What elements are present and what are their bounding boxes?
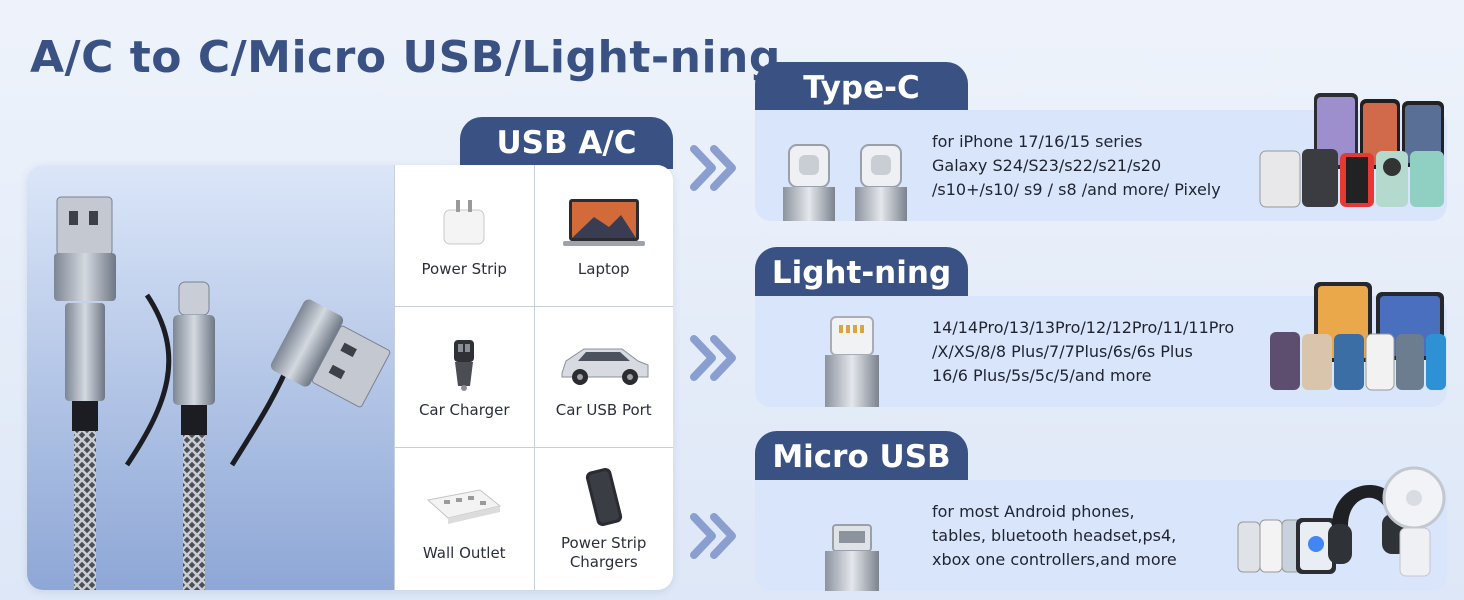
type-c-devices-image bbox=[1259, 93, 1444, 208]
car-charger-icon bbox=[444, 333, 484, 395]
cell-label: Wall Outlet bbox=[422, 543, 506, 562]
description-line: 14/14Pro/13/13Pro/12/12Pro/11/11Pro bbox=[932, 318, 1235, 337]
lightning-description: 14/14Pro/13/13Pro/12/12Pro/11/11Pro /X/X… bbox=[932, 316, 1234, 388]
cable-product-image bbox=[27, 165, 394, 590]
description-line: /X/XS/8/8 Plus/7/7Plus/6s/6s Plus bbox=[932, 342, 1193, 361]
lightning-connector-icon bbox=[825, 316, 879, 407]
micro-usb-description: for most Android phones, tables, bluetoo… bbox=[932, 500, 1177, 572]
cell-label: Laptop bbox=[577, 259, 630, 278]
lightning-tab: Light-ning bbox=[755, 247, 968, 299]
type-c-tab: Type-C bbox=[755, 62, 968, 114]
cable-illustration bbox=[54, 196, 391, 590]
description-line: xbox one controllers,and more bbox=[932, 550, 1177, 569]
chevron-right-icon bbox=[690, 335, 736, 381]
lightning-devices-image bbox=[1270, 282, 1446, 391]
cell-label: Car Charger bbox=[418, 401, 510, 420]
description-line: for iPhone 17/16/15 series bbox=[932, 132, 1143, 151]
description-line: 16/6 Plus/5s/5c/5/and more bbox=[932, 366, 1152, 385]
power-strip-icon bbox=[424, 476, 504, 538]
grid-cell-car-charger: Car Charger bbox=[394, 306, 534, 449]
grid-cell-power-strip: Power Strip bbox=[394, 165, 534, 307]
chevron-right-icon bbox=[690, 513, 736, 559]
micro-usb-connector-icon bbox=[825, 524, 879, 591]
chevron-right-icon bbox=[690, 145, 736, 191]
page-title: A/C to C/Micro USB/Light-ning bbox=[30, 32, 781, 83]
description-line: for most Android phones, bbox=[932, 502, 1135, 521]
description-line: tables, bluetooth headset,ps4, bbox=[932, 526, 1177, 545]
cell-label: Power Strip Chargers bbox=[561, 534, 647, 572]
usb-c-connector-icon bbox=[783, 144, 907, 221]
car-icon bbox=[556, 333, 652, 395]
grid-cell-power-bank: Power Strip Chargers bbox=[533, 448, 674, 590]
usb-ac-tab: USB A/C bbox=[460, 117, 673, 169]
laptop-icon bbox=[559, 192, 649, 254]
description-line: Galaxy S24/S23/s22/s21/s20 bbox=[932, 156, 1162, 175]
grid-cell-wall-outlet: Wall Outlet bbox=[394, 448, 534, 590]
usb-ac-panel: Power Strip Laptop Car Charger Car USB P… bbox=[27, 165, 673, 590]
power-bank-icon bbox=[579, 466, 629, 528]
cell-label: Power Strip bbox=[421, 259, 507, 278]
cell-label: Car USB Port bbox=[555, 401, 652, 420]
micro-usb-tab: Micro USB bbox=[755, 431, 968, 483]
grid-cell-car-usb-port: Car USB Port bbox=[533, 306, 673, 449]
micro-usb-devices-image bbox=[1237, 466, 1446, 577]
device-grid: Power Strip Laptop Car Charger Car USB P… bbox=[394, 165, 673, 590]
grid-cell-laptop: Laptop bbox=[533, 165, 673, 307]
description-line: /s10+/s10/ s9 / s8 /and more/ Pixely bbox=[932, 180, 1221, 199]
type-c-description: for iPhone 17/16/15 series Galaxy S24/S2… bbox=[932, 130, 1221, 202]
power-adapter-icon bbox=[434, 192, 494, 254]
